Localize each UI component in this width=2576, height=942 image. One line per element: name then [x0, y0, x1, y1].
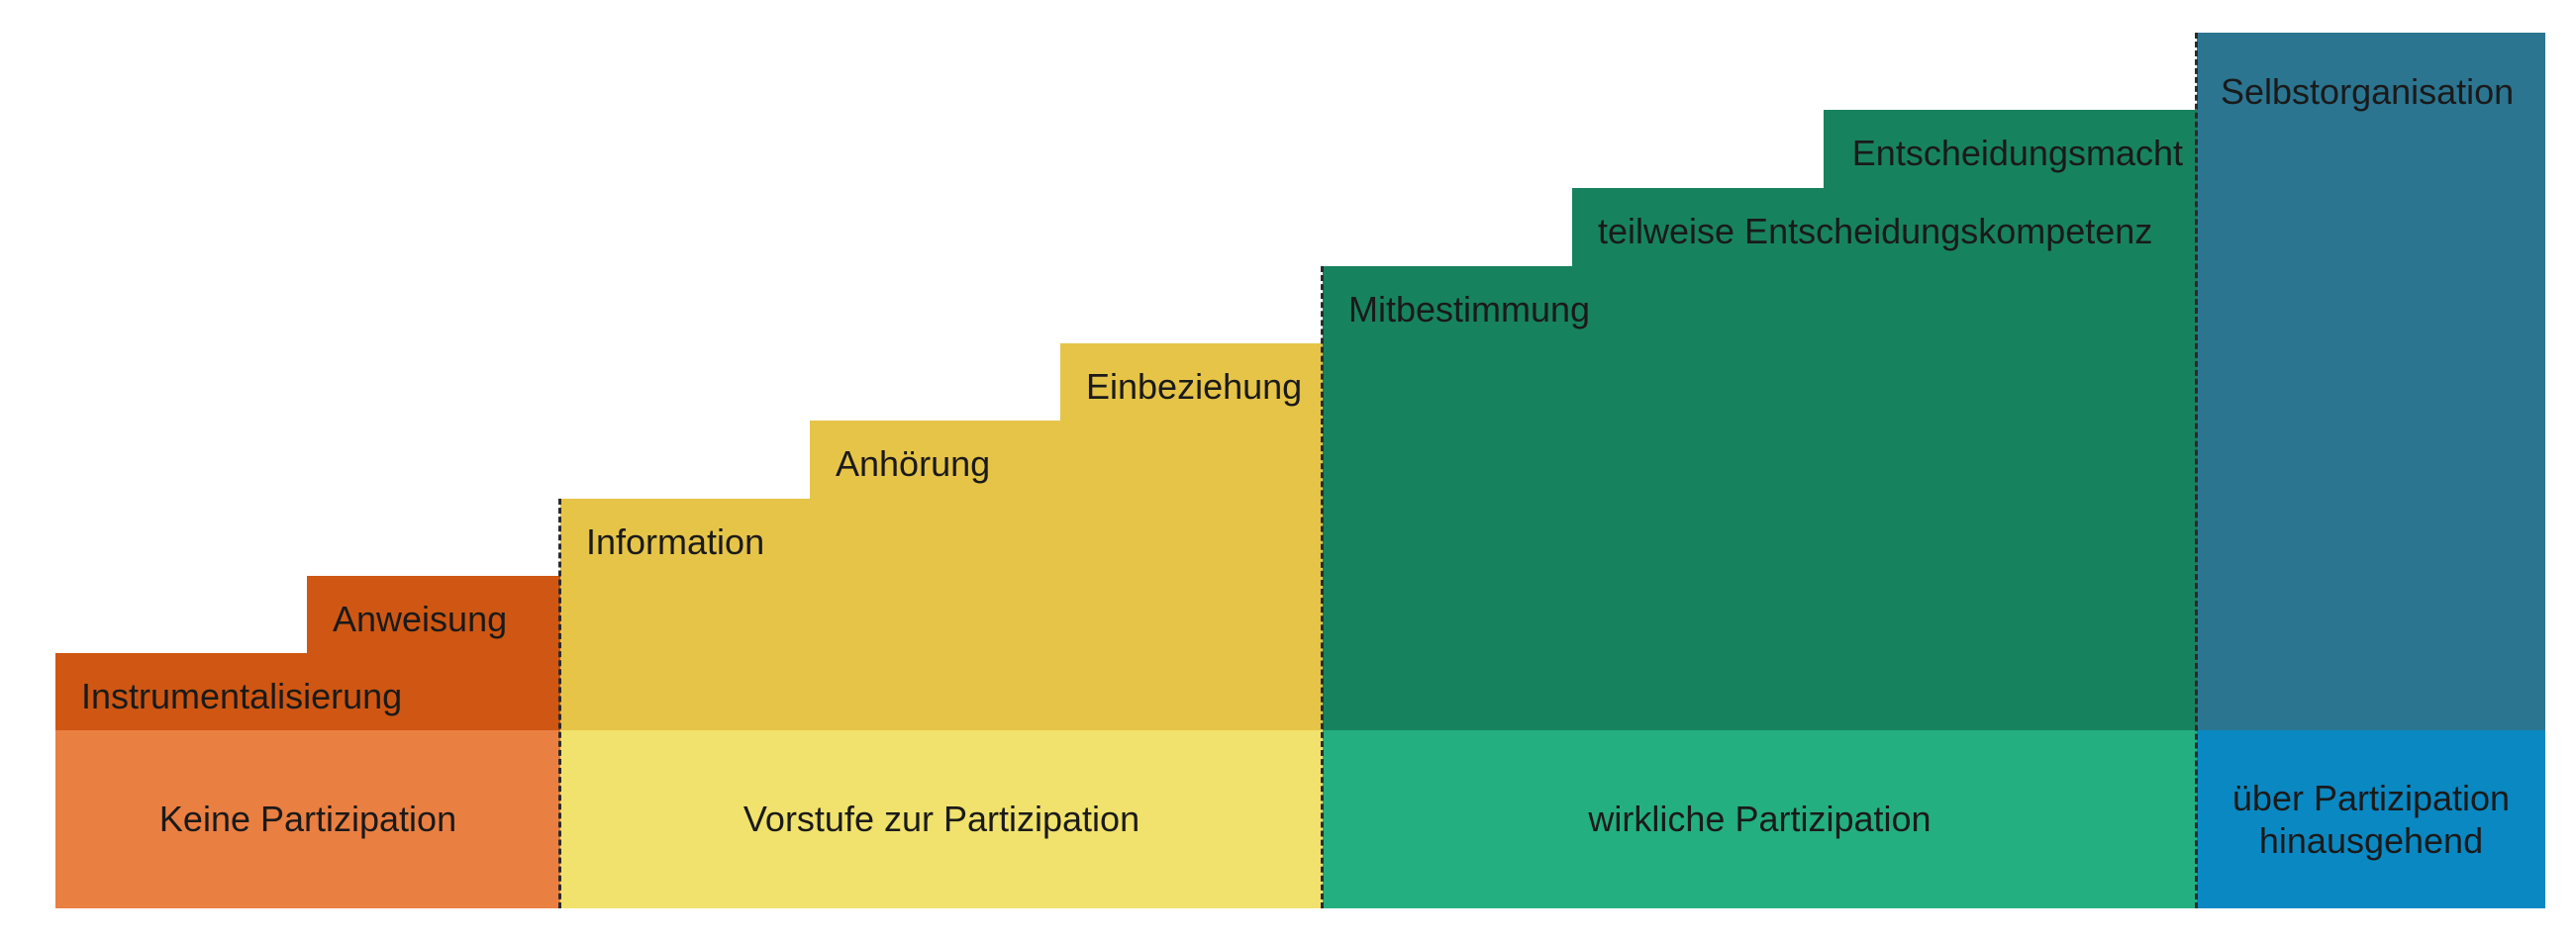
step-instrumentalisierung: Instrumentalisierung — [55, 653, 560, 730]
step-anhoerung: Anhörung — [810, 421, 1323, 499]
group-vorstufe-zur-partizipation: Vorstufe zur Partizipation — [560, 730, 1323, 908]
divider-dashed-line — [558, 499, 561, 908]
group-ueber-partizipation-hinausgehend: über Partizipation hinausgehend — [2197, 730, 2545, 908]
group-label: über Partizipation hinausgehend — [2231, 777, 2511, 861]
divider-dashed-line — [1321, 266, 1324, 908]
divider-dashed-line — [2195, 33, 2198, 908]
step-teilweise-entscheidungskompetenz: teilweise Entscheidungskompetenz — [1572, 188, 2197, 266]
step-anweisung: Anweisung — [307, 576, 560, 653]
step-information: Information — [560, 499, 1323, 730]
step-selbstorganisation: Selbstorganisation — [2197, 33, 2545, 730]
group-wirkliche-partizipation: wirkliche Partizipation — [1323, 730, 2197, 908]
step-entscheidungsmacht: Entscheidungsmacht — [1824, 110, 2197, 188]
group-label: wirkliche Partizipation — [1588, 799, 1932, 840]
step-einbeziehung: Einbeziehung — [1060, 343, 1323, 421]
group-label: Keine Partizipation — [158, 799, 457, 840]
group-keine-partizipation: Keine Partizipation — [55, 730, 560, 908]
step-mitbestimmung: Mitbestimmung — [1323, 266, 2197, 730]
group-label: Vorstufe zur Partizipation — [743, 799, 1140, 840]
